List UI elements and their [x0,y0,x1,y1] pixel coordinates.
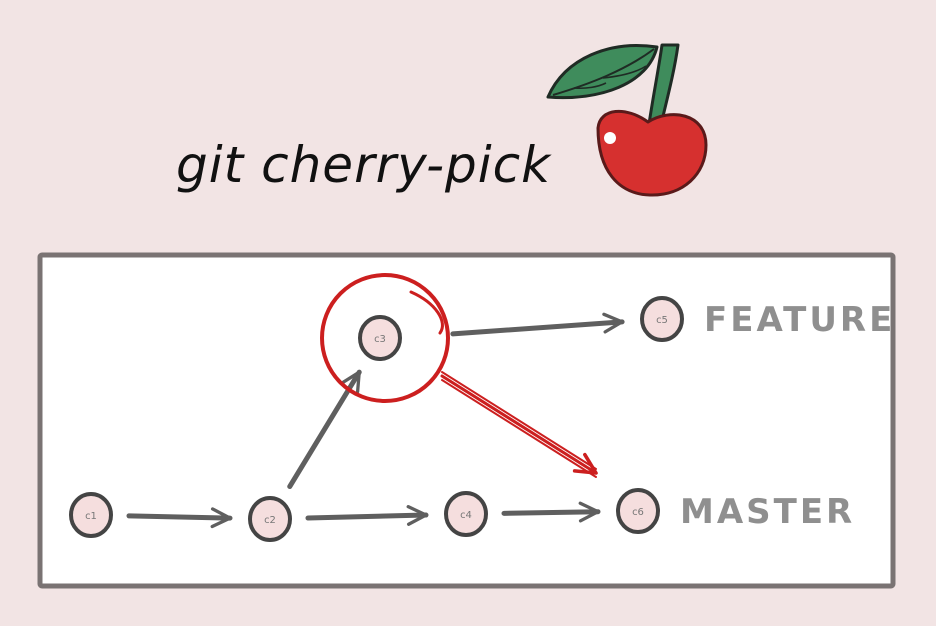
commit-circle-c3 [358,315,402,361]
commit-label-c2: c2 [264,515,276,526]
commit-node-c1: c1 [69,492,113,538]
cherry-pick-arrow-3 [441,379,597,478]
cherry-pick-arrow-1 [441,371,597,470]
commit-label-c6: c6 [632,507,644,518]
commit-label-c5: c5 [656,315,668,326]
commit-circle-c1 [69,492,113,538]
commit-label-c3: c3 [374,334,386,345]
cherry-pick-highlight-tail [409,290,444,335]
commit-node-c6: c6 [616,488,660,534]
page-title: git cherry-pick [176,136,552,194]
diagram-panel [37,252,896,589]
commit-circle-c6 [616,488,660,534]
edge-c1-c2 [126,507,233,529]
edge-c2-c4 [305,505,429,526]
commit-circle-c2 [248,496,292,542]
cherry-pick-highlight-ring [320,273,450,403]
edge-c3-c5 [450,312,625,337]
edges-layer [126,273,625,529]
commit-circle-c4 [444,491,488,537]
commit-node-c4: c4 [444,491,488,537]
commit-label-c4: c4 [460,510,472,521]
commit-circle-c5 [640,296,684,342]
commit-node-c5: c5 [640,296,684,342]
branch-label-master: MASTER [680,492,855,532]
cherry-icon [546,43,708,197]
commit-label-c1: c1 [85,511,97,522]
branch-label-feature: FEATURE [704,300,895,340]
branch-layer: FEATURE MASTER [680,300,895,532]
cherry-pick-arrow-2 [440,374,598,475]
edge-c2-c3 [287,369,362,490]
commit-node-c3: c3 [358,315,402,361]
edge-c4-c6 [501,501,601,523]
commit-node-c2: c2 [248,496,292,542]
nodes-layer: c1 c2 c3 c4 c5 c6 [69,296,684,542]
